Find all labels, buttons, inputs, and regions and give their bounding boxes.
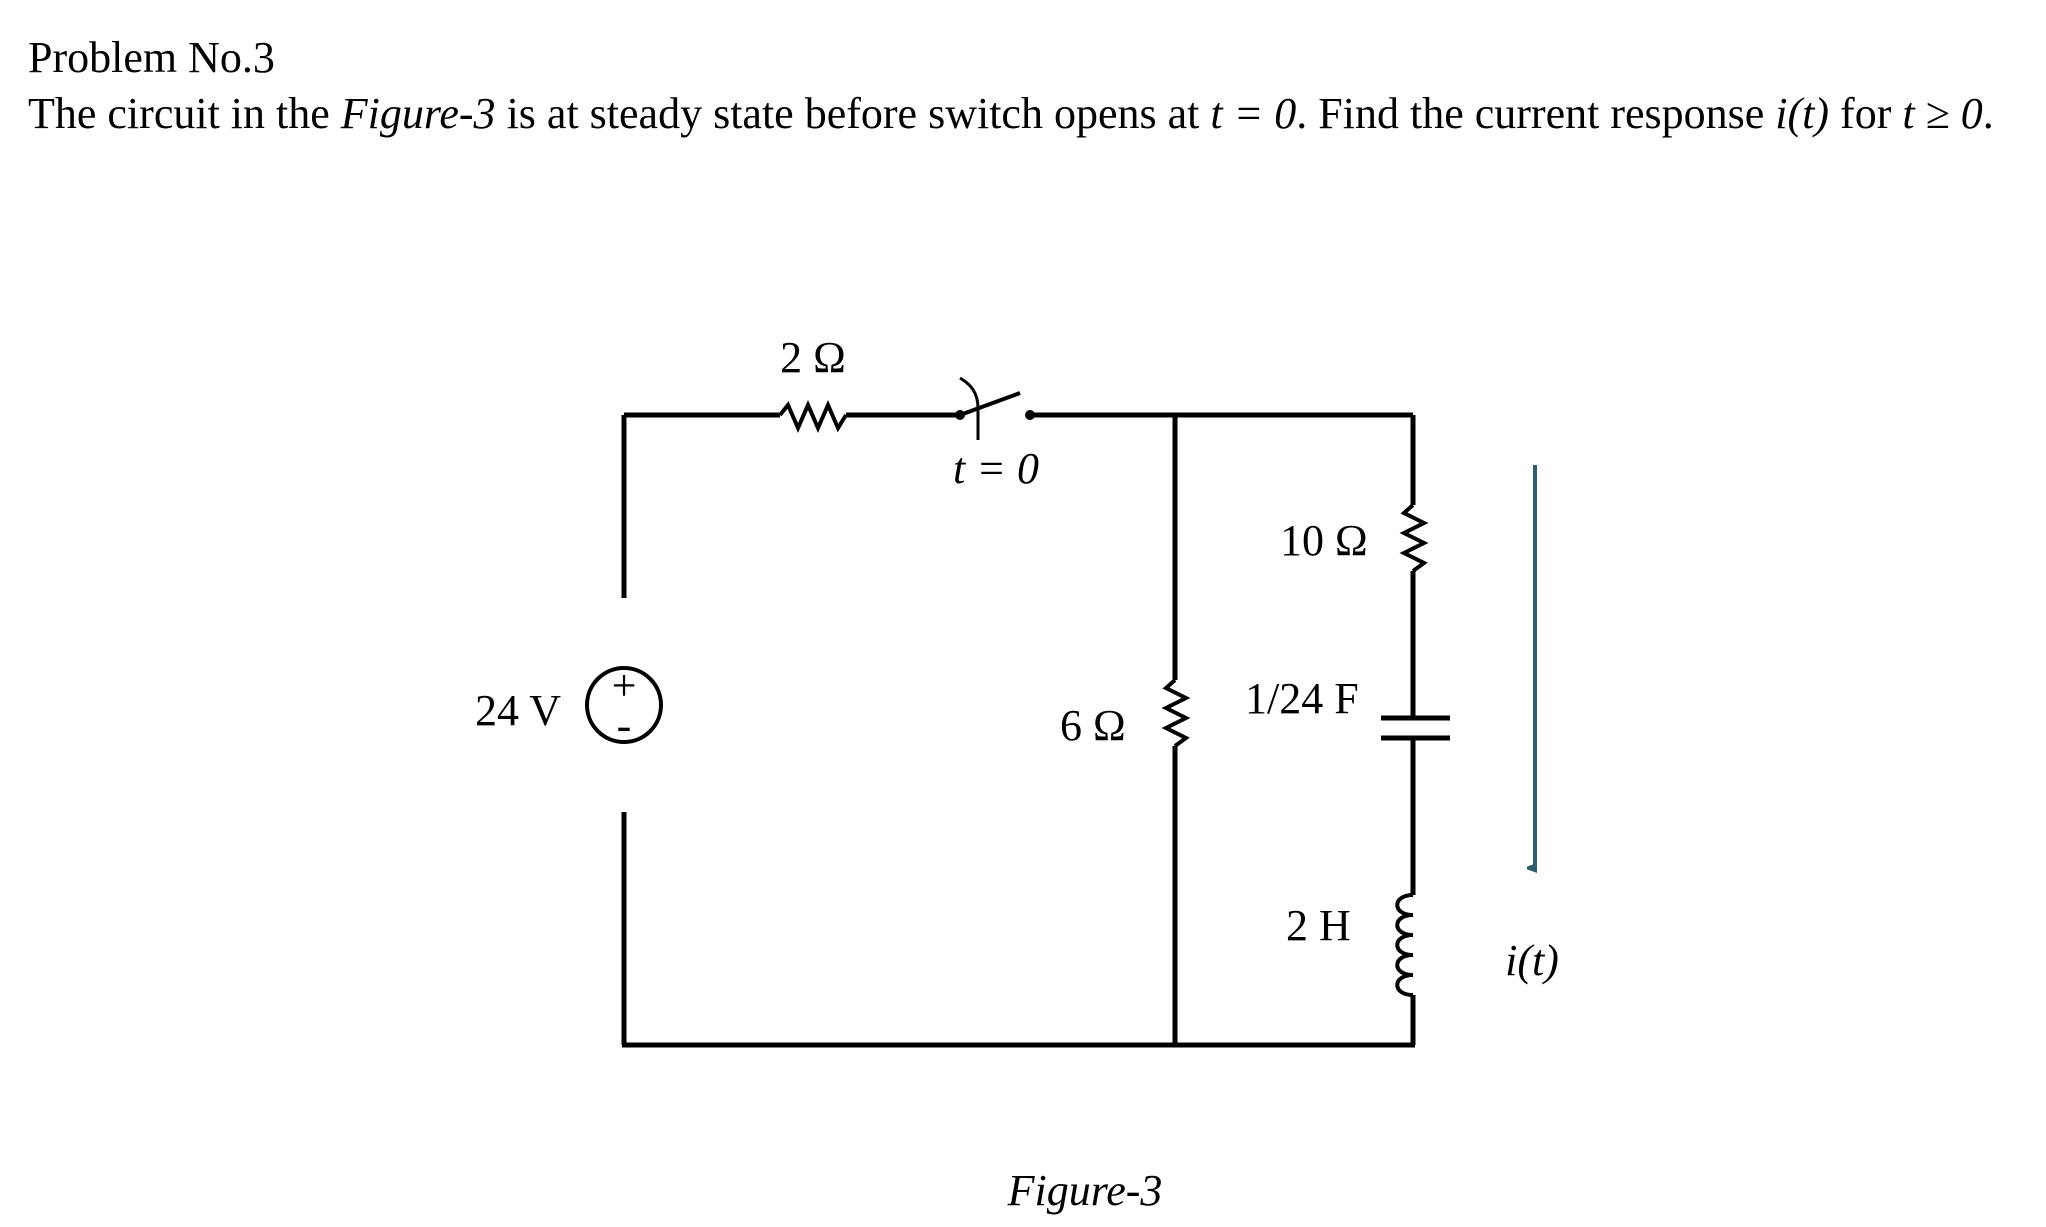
switch-condition: t = 0: [1210, 89, 1297, 138]
problem-statement: The circuit in the Figure-3 is at steady…: [28, 86, 2018, 142]
resistor-2ohm-label: 2 Ω: [780, 333, 846, 382]
statement-text-5: .: [1982, 89, 1994, 138]
switch-arrow: [959, 376, 980, 440]
source-label: 24 V: [475, 686, 561, 735]
problem-heading: Problem No.3: [28, 33, 275, 82]
statement-text-3: . Find the current response: [1296, 89, 1776, 138]
statement-text-4: for: [1829, 89, 1903, 138]
inductor-label: 2 H: [1286, 901, 1351, 950]
current-label: i(t): [1505, 936, 1559, 985]
statement-text-2: is at steady state before switch opens a…: [495, 89, 1211, 138]
figure-reference: Figure-3: [340, 89, 496, 138]
switch-label: t = 0: [953, 444, 1039, 493]
capacitor-label: 1/24 F: [1245, 674, 1359, 723]
unknown-current: i(t): [1775, 89, 1830, 138]
source-minus-sign: -: [617, 701, 632, 750]
statement-text-1: The circuit in the: [28, 89, 341, 138]
switch-blade: [959, 391, 1021, 417]
resistor-2ohm: [778, 399, 848, 434]
voltage-source: [585, 666, 663, 744]
switch-contact-left: [955, 410, 965, 420]
resistor-10ohm: [1399, 503, 1429, 573]
inductor-coil: [1395, 893, 1414, 997]
figure-caption: Figure-3: [1007, 1166, 1163, 1215]
source-plus-sign: +: [612, 661, 637, 710]
resistor-10ohm-label: 10 Ω: [1280, 516, 1368, 565]
switch-contact-right: [1025, 410, 1035, 420]
time-range: t ≥ 0: [1902, 89, 1983, 138]
resistor-6ohm: [1161, 678, 1191, 748]
resistor-6ohm-label: 6 Ω: [1060, 701, 1126, 750]
